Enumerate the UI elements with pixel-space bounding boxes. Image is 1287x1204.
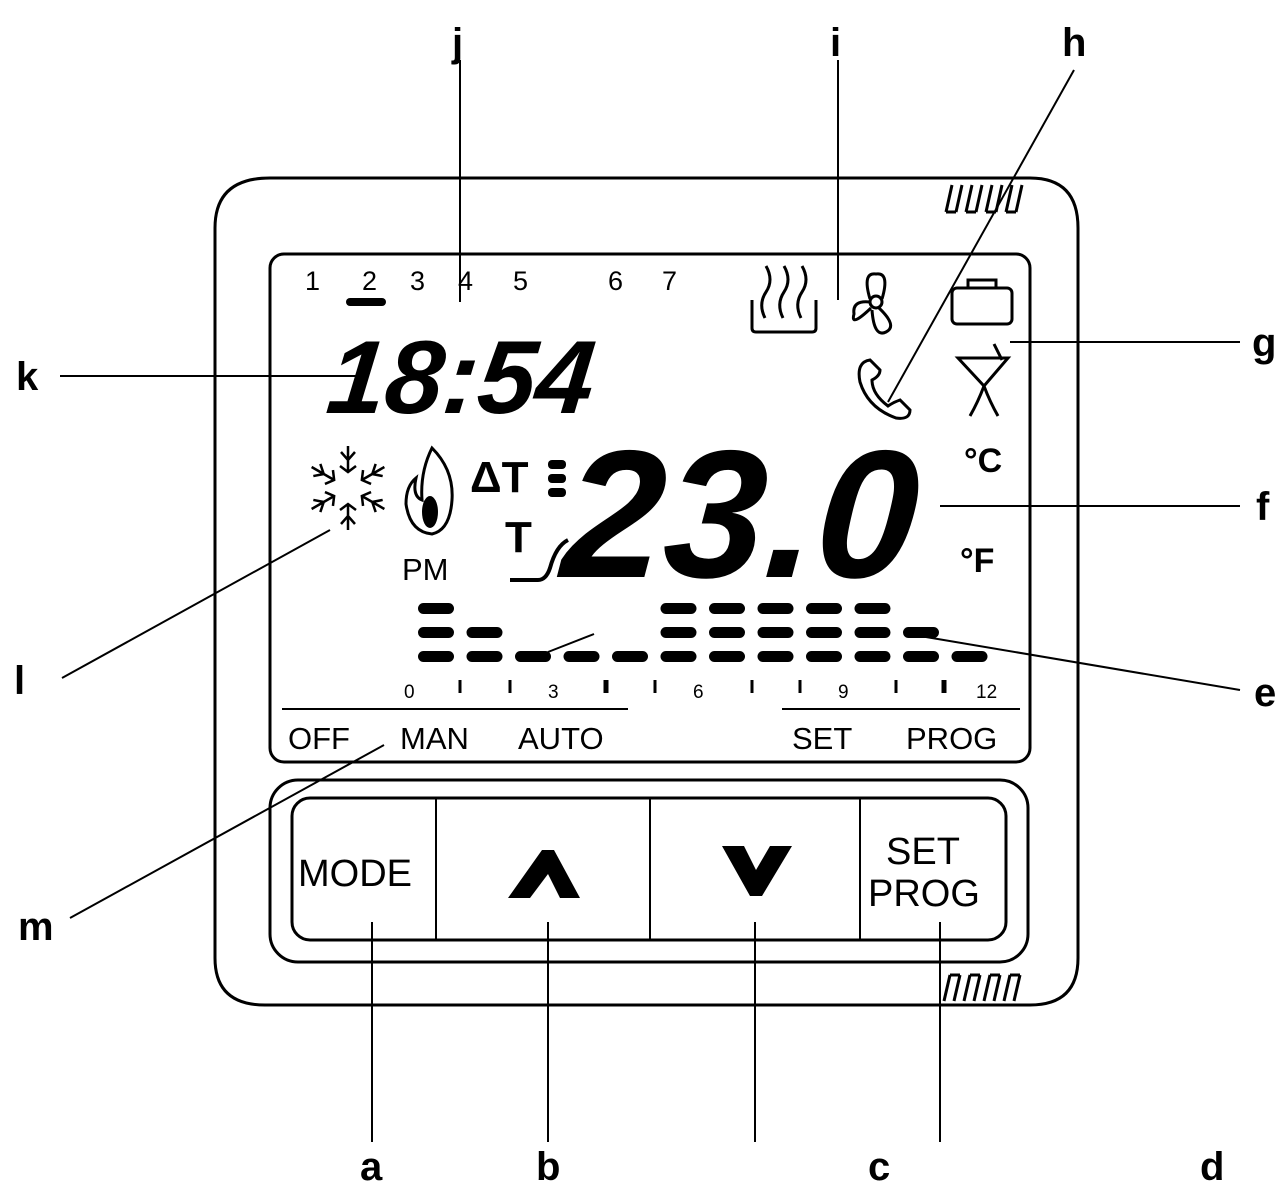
- scale-label: 9: [838, 682, 849, 703]
- mode-off-label: OFF: [288, 721, 350, 756]
- bar-segment: [854, 627, 891, 638]
- day-label: 1: [305, 266, 320, 296]
- program-bar-graph: [418, 603, 988, 662]
- lcd-frame: [268, 252, 1032, 764]
- callout-i: i: [830, 21, 841, 65]
- day-label: 3: [410, 266, 425, 296]
- flame-icon: [404, 445, 454, 536]
- fan-icon: [851, 272, 893, 335]
- time-scale: [458, 680, 947, 693]
- vent-top: [944, 184, 1024, 214]
- bar-segment: [563, 651, 600, 662]
- bar-segment: [709, 603, 745, 614]
- day-label: 7: [662, 266, 677, 296]
- party-icon: [954, 343, 1012, 417]
- mode-man-label: MAN: [400, 721, 469, 756]
- day-label: 5: [513, 266, 528, 296]
- bar-segment: [806, 603, 842, 614]
- callout-lines: [60, 60, 1241, 1142]
- delta-t-label: ΔT: [470, 453, 529, 502]
- button-panel: [268, 778, 1030, 964]
- scale-label: 0: [404, 682, 415, 703]
- bar-segment: [757, 651, 794, 662]
- temperature-display: 23.0: [554, 412, 925, 616]
- bar-segment: [660, 627, 697, 638]
- callout-d: d: [1200, 1145, 1224, 1189]
- scale-label: 6: [693, 682, 704, 703]
- unit-fahrenheit: °F: [960, 542, 994, 580]
- day-label: 4: [458, 266, 473, 296]
- bar-segment: [903, 651, 939, 662]
- bar-segment: [903, 627, 939, 638]
- scale-label: 3: [548, 682, 559, 703]
- current-day-marker: [346, 298, 386, 306]
- bar-segment: [612, 651, 648, 662]
- callout-h: h: [1062, 21, 1086, 65]
- bar-segment: [806, 627, 842, 638]
- clock-display: 18:54: [322, 320, 600, 436]
- day-label: 6: [608, 266, 623, 296]
- chevron-up-icon: [508, 850, 580, 898]
- device-body: [213, 176, 1080, 1007]
- callout-m: m: [18, 905, 54, 949]
- bar-segment: [466, 651, 503, 662]
- callout-l: l: [14, 659, 25, 703]
- chevron-down-icon: [722, 846, 792, 896]
- snowflake-icon: [311, 446, 385, 530]
- mode-prog-label: PROG: [906, 721, 997, 756]
- mode-button[interactable]: MODE: [294, 800, 435, 938]
- heating-icon: [750, 265, 818, 334]
- pm-indicator: PM: [402, 552, 449, 587]
- up-button[interactable]: [437, 800, 649, 938]
- mode-auto-label: AUTO: [518, 721, 604, 756]
- callout-b: b: [536, 1145, 560, 1189]
- phone-icon: [857, 358, 912, 420]
- day-label: 2: [362, 266, 377, 296]
- bar-segment: [515, 651, 551, 662]
- bar-segment: [854, 603, 891, 614]
- mode-set-label: SET: [792, 721, 852, 756]
- bar-segment: [660, 651, 697, 662]
- bar-segment: [709, 651, 745, 662]
- bar-segment: [757, 627, 794, 638]
- bar-segment: [806, 651, 842, 662]
- unit-celsius: °C: [964, 442, 1002, 480]
- set-prog-button[interactable]: SET PROG: [861, 800, 1004, 938]
- callout-g: g: [1252, 321, 1276, 365]
- down-button[interactable]: [651, 800, 859, 938]
- bar-segment: [854, 651, 891, 662]
- bar-segment: [709, 627, 745, 638]
- prog-button-label: PROG: [868, 873, 980, 915]
- day-indicators: 1 2 3 4 5 6 7: [305, 266, 677, 306]
- callout-a: a: [360, 1145, 383, 1189]
- callout-c: c: [868, 1145, 890, 1189]
- set-button-label: SET: [886, 831, 960, 873]
- delta-t-bars: [548, 460, 566, 497]
- bar-segment: [660, 603, 697, 614]
- vent-bottom: [942, 973, 1022, 1002]
- callout-f: f: [1256, 485, 1270, 529]
- bar-segment: [757, 603, 794, 614]
- bar-segment: [418, 627, 454, 638]
- t-ramp-label: T: [505, 513, 532, 562]
- bar-segment: [418, 603, 454, 614]
- bar-segment: [466, 627, 503, 638]
- mode-button-label: MODE: [298, 853, 412, 895]
- callout-e: e: [1254, 671, 1276, 715]
- ramp-icon: [510, 538, 570, 582]
- callout-j: j: [451, 21, 463, 65]
- bar-segment: [951, 651, 988, 662]
- scale-label: 12: [976, 682, 997, 703]
- holiday-icon: [950, 278, 1014, 326]
- bar-segment: [418, 651, 454, 662]
- callout-k: k: [16, 355, 39, 399]
